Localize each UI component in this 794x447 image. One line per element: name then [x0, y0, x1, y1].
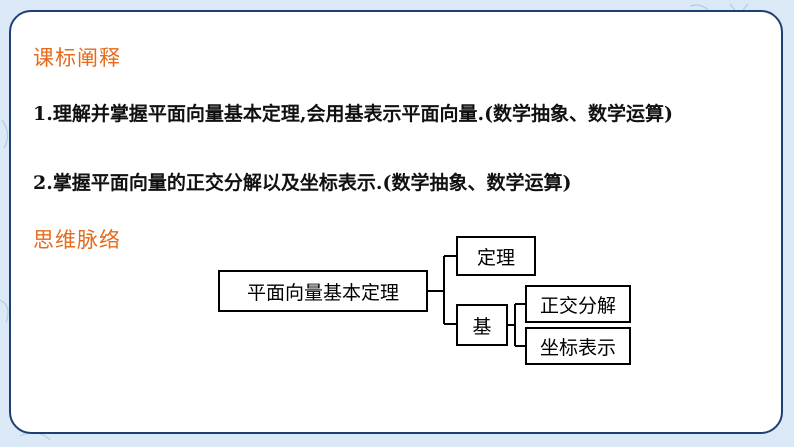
content-card: 课标阐释 1.理解并掌握平面向量基本定理,会用基表示平面向量.(数学抽象、数学运… [9, 10, 783, 434]
mindmap-node-basis: 基 [456, 304, 508, 346]
mindmap-root-node: 平面向量基本定理 [218, 270, 428, 312]
section-title-curriculum: 课标阐释 [33, 46, 121, 70]
section-title-mindmap: 思维脉络 [33, 228, 121, 252]
mindmap-node-orthogonal-decomposition: 正交分解 [525, 285, 631, 323]
objective-item-2: 2.掌握平面向量的正交分解以及坐标表示.(数学抽象、数学运算) [33, 172, 572, 194]
mindmap-node-theorem: 定理 [456, 236, 536, 276]
mindmap-node-coordinate-representation: 坐标表示 [525, 327, 631, 365]
objective-item-1: 1.理解并掌握平面向量基本定理,会用基表示平面向量.(数学抽象、数学运算) [33, 103, 674, 125]
